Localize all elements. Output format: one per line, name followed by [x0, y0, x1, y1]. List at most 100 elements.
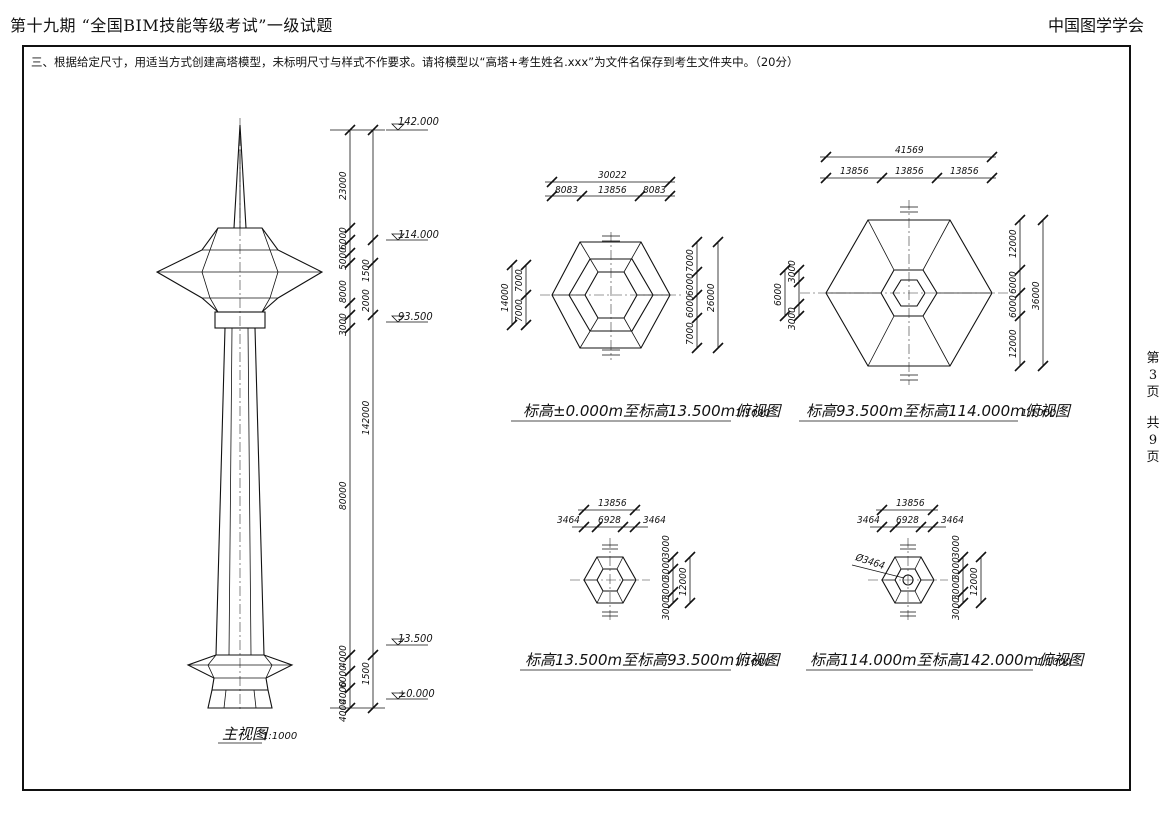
- dim-label: 41569: [895, 145, 924, 156]
- base-facets: [207, 654, 273, 679]
- plan-1: 30022 8083 13856 8083 14000 7000 7000 70…: [500, 170, 724, 360]
- dim-label: 5000: [338, 247, 349, 270]
- plan-3-scale: 1:1000: [735, 657, 770, 668]
- dim-label: 2000: [361, 289, 372, 312]
- dim-label: 13856: [896, 498, 925, 509]
- dim-label: 8000: [338, 280, 349, 303]
- elevation-marker: [386, 123, 428, 131]
- dim-label: 3000: [951, 557, 962, 580]
- page-info-char: 共: [1146, 416, 1160, 431]
- dim-label: 80000: [338, 481, 349, 510]
- dim-label: 8083: [643, 185, 666, 196]
- dim-label: 3464: [857, 515, 880, 526]
- elevation-label: 93.500: [398, 310, 433, 323]
- dim-label: 3464: [941, 515, 964, 526]
- dim-label: 142000: [361, 400, 372, 435]
- page-info: 第 3 页 共 9 页: [1144, 350, 1162, 466]
- upper-pod: [155, 227, 324, 313]
- dim-label: 12000: [1008, 229, 1019, 258]
- plan-2-caption: 标高93.500m至标高114.000m俯视图: [806, 402, 1072, 420]
- dim-label: 36000: [1031, 281, 1042, 310]
- dim-label: 3000: [661, 597, 672, 620]
- shaft-outer: [215, 327, 265, 656]
- plan-4-caption: 标高114.000m至标高142.000m俯视图: [810, 651, 1085, 669]
- dim-label: 26000: [706, 283, 717, 312]
- elevation-marker: [386, 315, 428, 323]
- dim-label: 6000: [338, 227, 349, 250]
- exam-title: 第十九期 “全国BIM技能等级考试”一级试题: [10, 16, 333, 35]
- dim-label: 4000: [338, 681, 349, 704]
- dim-label: 12000: [1008, 329, 1019, 358]
- elevation-marker: [386, 692, 428, 700]
- plan-4-scale: 1:1000: [1036, 657, 1071, 668]
- dim-label: 30022: [598, 170, 627, 181]
- plan-1-scale: 1:1000: [735, 408, 770, 419]
- elevation-label: 142.000: [398, 115, 439, 128]
- dim-label: 12000: [969, 567, 980, 596]
- cut-marks: [900, 206, 918, 381]
- dim-label: 4000: [338, 645, 349, 668]
- dim-label: 7000: [514, 269, 525, 292]
- plan-3-caption: 标高13.500m至标高93.500m俯视图: [525, 651, 781, 669]
- dim-label: 3000: [787, 260, 798, 283]
- hexagon-inner: [892, 279, 926, 307]
- dim-label: 13856: [598, 498, 627, 509]
- dim-label: 3000: [661, 577, 672, 600]
- cut-marks: [602, 235, 620, 356]
- dim-label: 7000: [685, 322, 696, 345]
- elevation-label: 13.500: [398, 632, 433, 645]
- organization-name: 中国图学学会: [1047, 16, 1144, 35]
- dim-label: 6000: [1008, 295, 1019, 318]
- dim-label: 1500: [361, 662, 372, 685]
- dim-label: 3000: [661, 557, 672, 580]
- dim-label: 6000: [685, 273, 696, 296]
- dim-label: 7000: [685, 249, 696, 272]
- dim-label: 1500: [361, 259, 372, 282]
- dim-label: 3464: [557, 515, 580, 526]
- dim-label: 23000: [338, 171, 349, 200]
- plan-2-scale: 1:1000: [1021, 408, 1056, 419]
- page-info-char: 页: [1146, 450, 1160, 465]
- page-info-char: 页: [1146, 385, 1160, 400]
- elevation-marker: [386, 233, 428, 241]
- page-number: 3: [1148, 368, 1158, 383]
- dim-label: 7000: [514, 299, 525, 322]
- dim-label: 3000: [951, 577, 962, 600]
- dim-label: 3000: [787, 307, 798, 330]
- dim-label: 4000: [338, 699, 349, 722]
- question-instruction: 三、根据给定尺寸，用适当方式创建高塔模型，未标明尺寸与样式不作要求。请将模型以“…: [31, 55, 799, 69]
- cut-marks: [602, 544, 618, 617]
- dim-label: 6000: [338, 665, 349, 688]
- dim-label: 13856: [950, 166, 979, 177]
- dim-label: 13856: [598, 185, 627, 196]
- dim-label: 8083: [555, 185, 578, 196]
- diameter-label: Ø3464: [853, 551, 886, 572]
- plan-3: 13856 3464 6928 3464 3000 3000 3000 3000…: [557, 498, 696, 622]
- dim-label: 12000: [678, 567, 689, 596]
- dim-label: 6928: [598, 515, 621, 526]
- dim-label: 3000: [661, 535, 672, 558]
- shaft-inner: [228, 327, 252, 656]
- page-total: 9: [1148, 433, 1158, 448]
- dim-label: 3000: [951, 597, 962, 620]
- plan-4: Ø3464 13856 3464 6928 3464 3000 3000 300…: [851, 498, 987, 622]
- dim-label: 6928: [896, 515, 919, 526]
- dim-label: 3464: [643, 515, 666, 526]
- front-view-caption: 主视图: [222, 725, 269, 743]
- dim-label: 13856: [840, 166, 869, 177]
- dim-label: 3000: [951, 535, 962, 558]
- plinth-edge: [253, 689, 257, 709]
- elevation-label: ±0.000: [398, 687, 435, 700]
- plan-2: 41569 13856 13856 13856 3000 6000 3000 1…: [773, 145, 1049, 385]
- cut-marks: [900, 544, 916, 617]
- leader-line: [851, 564, 905, 579]
- dim-label: 6000: [1008, 271, 1019, 294]
- page-info-char: 第: [1146, 351, 1160, 366]
- plan-1-caption: 标高±0.000m至标高13.500m俯视图: [523, 402, 782, 420]
- plinth-edge: [223, 689, 227, 709]
- elevation-marker: [386, 638, 428, 646]
- dim-label: 14000: [500, 283, 511, 312]
- dim-label: 6000: [773, 283, 784, 306]
- elevation-label: 114.000: [398, 228, 439, 241]
